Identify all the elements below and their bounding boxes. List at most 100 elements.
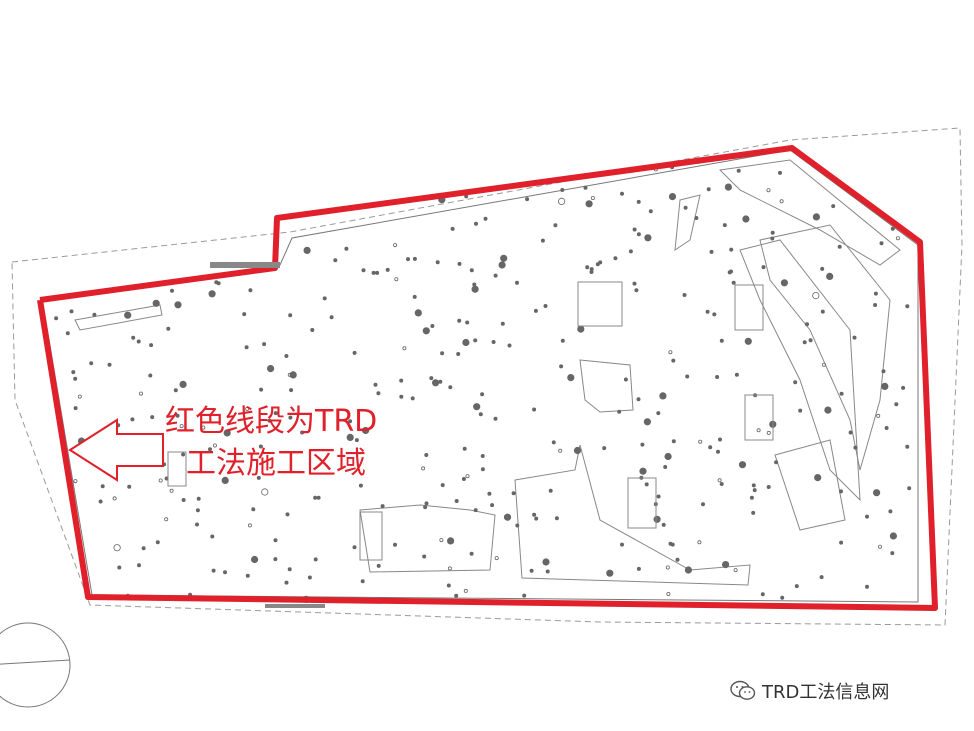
column-dot bbox=[589, 269, 594, 274]
column-dot bbox=[195, 508, 200, 513]
column-dot bbox=[895, 236, 900, 241]
column-dot bbox=[181, 452, 186, 457]
column-dot bbox=[822, 362, 827, 367]
column-dot bbox=[573, 446, 582, 455]
column-dot bbox=[756, 428, 761, 433]
column-dot bbox=[152, 299, 160, 307]
column-dot bbox=[73, 479, 78, 484]
column-dot bbox=[212, 443, 217, 448]
column-dot bbox=[149, 343, 154, 348]
column-dot bbox=[214, 280, 219, 285]
column-dot bbox=[766, 430, 771, 435]
column-dot bbox=[554, 516, 559, 521]
column-dot bbox=[71, 370, 76, 375]
column-dot bbox=[848, 430, 853, 435]
column-dot bbox=[92, 312, 97, 317]
column-dot bbox=[423, 505, 428, 510]
column-dot bbox=[865, 514, 870, 519]
column-dot bbox=[266, 364, 275, 373]
column-dot bbox=[346, 433, 354, 441]
column-dot bbox=[837, 244, 842, 249]
column-dot bbox=[242, 312, 247, 317]
column-dot bbox=[873, 291, 878, 296]
column-dot bbox=[511, 491, 516, 496]
column-dot bbox=[333, 258, 338, 263]
column-dot bbox=[394, 277, 399, 282]
column-dot bbox=[718, 437, 723, 442]
column-dot bbox=[138, 391, 143, 396]
column-dot bbox=[734, 372, 739, 377]
internal-structures bbox=[74, 159, 901, 586]
column-dot bbox=[402, 346, 407, 351]
column-dot bbox=[107, 362, 112, 367]
column-dot bbox=[656, 494, 661, 499]
column-dot bbox=[884, 425, 889, 430]
column-dot bbox=[722, 223, 727, 228]
column-dot bbox=[273, 411, 278, 416]
column-dot bbox=[287, 567, 292, 572]
column-dot bbox=[643, 418, 652, 426]
watermark: TRD工法信息网 bbox=[730, 678, 889, 704]
column-dot bbox=[606, 569, 614, 577]
column-dot bbox=[360, 579, 365, 584]
column-dot bbox=[698, 439, 703, 444]
column-dot bbox=[245, 406, 250, 411]
column-dot bbox=[640, 442, 645, 447]
column-dot bbox=[288, 313, 293, 318]
column-dot bbox=[852, 335, 857, 340]
column-dot bbox=[361, 426, 370, 435]
column-dot bbox=[457, 261, 462, 266]
column-dot bbox=[181, 497, 186, 502]
column-dot bbox=[73, 376, 78, 381]
column-dot bbox=[273, 557, 278, 562]
column-dot bbox=[794, 584, 799, 589]
column-dot bbox=[393, 243, 398, 248]
column-dot bbox=[831, 204, 836, 209]
annotation-line-1: 红色线段为TRD bbox=[165, 404, 378, 439]
column-dot bbox=[890, 551, 895, 556]
column-dot bbox=[361, 268, 366, 273]
column-dot bbox=[273, 538, 278, 543]
column-dot bbox=[668, 350, 673, 355]
column-dot bbox=[375, 270, 380, 275]
column-dot bbox=[500, 254, 508, 262]
column-dot bbox=[705, 309, 710, 314]
column-dot bbox=[289, 371, 297, 379]
column-dot bbox=[211, 568, 216, 573]
column-dot bbox=[653, 515, 661, 523]
column-dot bbox=[196, 496, 201, 501]
column-dot bbox=[712, 312, 717, 317]
column-dot bbox=[644, 234, 652, 242]
column-dot bbox=[656, 411, 661, 416]
column-dot bbox=[824, 406, 832, 414]
column-dot bbox=[522, 593, 527, 598]
column-dot bbox=[617, 409, 622, 414]
column-dot bbox=[663, 464, 668, 469]
column-dot bbox=[410, 396, 415, 401]
column-dot bbox=[136, 563, 141, 568]
column-dot bbox=[136, 339, 141, 344]
column-dot bbox=[639, 467, 647, 475]
column-dot bbox=[820, 309, 825, 314]
column-dot bbox=[805, 322, 810, 327]
column-dot bbox=[500, 321, 505, 326]
column-dot bbox=[664, 452, 672, 461]
column-dot bbox=[141, 546, 146, 551]
column-dot bbox=[127, 484, 132, 489]
column-dot bbox=[598, 260, 603, 265]
column-dot bbox=[770, 230, 775, 235]
column-dot bbox=[749, 495, 754, 500]
column-dot bbox=[431, 379, 440, 387]
column-dot bbox=[471, 285, 479, 293]
column-dot bbox=[879, 241, 884, 246]
column-dot bbox=[890, 226, 895, 231]
column-dot bbox=[491, 339, 496, 344]
column-dot bbox=[210, 534, 215, 539]
column-dot bbox=[329, 315, 334, 320]
column-dot bbox=[545, 569, 550, 574]
column-dot bbox=[412, 256, 417, 261]
column-dot bbox=[462, 338, 470, 347]
column-dot bbox=[671, 439, 676, 444]
column-dot bbox=[248, 288, 253, 293]
column-dot bbox=[558, 448, 563, 453]
